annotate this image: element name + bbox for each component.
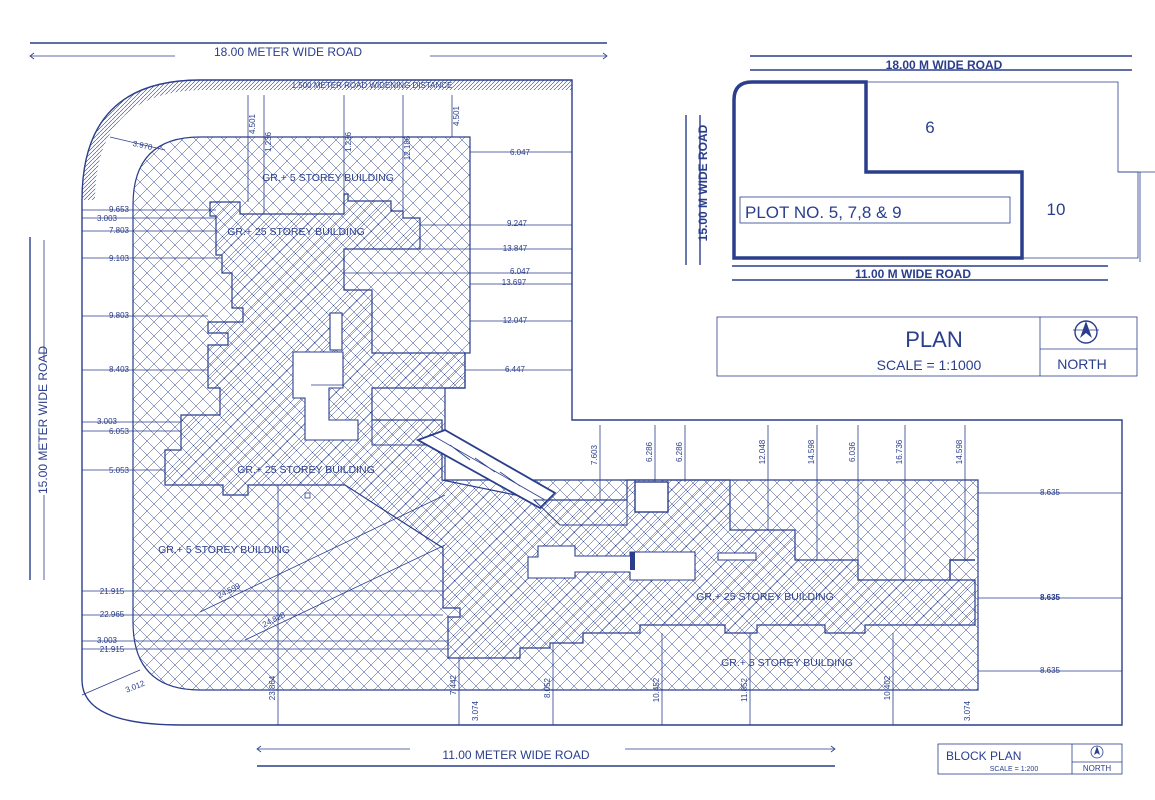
dim-b-4: 8.052: [543, 677, 552, 698]
setback-note: 1.500 METER ROAD WIDENING DISTANCE: [292, 81, 453, 90]
dim-b-6: 11.852: [740, 678, 749, 702]
site-boundary: 1.500 METER ROAD WIDENING DISTANCE: [81, 79, 1123, 726]
dim-top-2: 1.236: [264, 131, 273, 152]
dim-l-15: 3.012: [124, 679, 146, 695]
dim-l-1: 3.970: [132, 139, 154, 152]
dim-mt-1: 7.603: [590, 444, 599, 465]
dim-mt-3: 6.286: [675, 441, 684, 462]
tower-footprint: [164, 193, 976, 659]
north-arrow-icon: [1073, 320, 1099, 344]
dims-right-upper: 6.047 9.247 13.847 6.047 13.697 12.047 6…: [344, 148, 572, 374]
label-gr5-left: GR.+ 5 STOREY BUILDING: [158, 544, 290, 556]
dim-top-4: 12.186: [403, 135, 412, 160]
dim-ru-3: 13.847: [503, 244, 528, 253]
key-bottom-road-label: 11.00 M WIDE ROAD: [855, 267, 971, 281]
dim-ru-1: 6.047: [510, 148, 531, 157]
dim-l-13: 3.003: [97, 636, 118, 645]
plan-title: PLAN: [905, 327, 962, 352]
dim-mt-7: 16.736: [895, 439, 904, 464]
label-gr25-top: GR.+ 25 STOREY BUILDING: [227, 226, 365, 238]
dim-mt-4: 12.048: [758, 439, 767, 464]
plan-scale: SCALE = 1:1000: [877, 357, 982, 373]
label-gr25-right: GR.+ 25 STOREY BUILDING: [696, 591, 834, 603]
plan-title-box: PLAN SCALE = 1:1000 NORTH: [716, 316, 1138, 377]
dim-b-1: 23.864: [268, 675, 277, 700]
block-plan-title: BLOCK PLAN: [946, 749, 1021, 763]
dims-left: 3.970 9.653 3.003 7.803 9.103 9.803 8.40…: [81, 136, 448, 696]
dim-mt-8: 14.598: [955, 439, 964, 464]
dim-b-2: 7.442: [449, 674, 458, 695]
dim-top-3: 1.236: [344, 131, 353, 152]
tower-cores: [292, 312, 978, 581]
dim-l-7: 8.403: [109, 365, 130, 374]
dim-mt-5: 14.598: [807, 439, 816, 464]
dim-ru-4: 6.047: [510, 267, 531, 276]
dims-bottom: 23.864 7.442 3.074 8.052 10.452 11.852 1…: [268, 485, 972, 725]
key-plot6: 6: [925, 118, 934, 137]
left-road-label: 15.00 METER WIDE ROAD: [36, 346, 50, 494]
dim-l-6: 9.803: [109, 311, 130, 320]
key-plan: 18.00 M WIDE ROAD 15.00 M WIDE ROAD 11.0…: [685, 55, 1155, 281]
dims-mid-top: 7.603 6.286 6.286 12.048 14.598 6.036 16…: [590, 425, 966, 580]
dims-right-lower: 8.635 8.635 8.635: [978, 488, 1122, 675]
dim-ru-6: 12.047: [503, 316, 528, 325]
bottom-road-label: 11.00 METER WIDE ROAD: [442, 748, 589, 762]
key-plot10: 10: [1047, 200, 1066, 219]
dim-l-12: 22.965: [100, 610, 125, 619]
plan-north-label: NORTH: [1057, 356, 1107, 372]
dim-ru-7: 6.447: [505, 365, 526, 374]
dim-b-5: 10.452: [652, 677, 661, 702]
dim-ru-2: 9.247: [507, 219, 528, 228]
dim-l-8: 3.003: [97, 417, 118, 426]
dim-l-14: 21.915: [100, 645, 125, 654]
dim-mt-6: 6.036: [848, 441, 857, 462]
dim-ru-5: 13.697: [502, 278, 527, 287]
block-plan-title-box: BLOCK PLAN SCALE = 1:200 NORTH: [937, 743, 1123, 775]
dim-rl-1: 8.635: [1040, 488, 1061, 497]
label-gr5-top: GR.+ 5 STOREY BUILDING: [262, 172, 394, 184]
top-road: 18.00 METER WIDE ROAD: [29, 42, 608, 60]
dim-top-1: 4.501: [248, 113, 257, 134]
key-left-road-label: 15.00 M WIDE ROAD: [696, 124, 710, 241]
dim-l-3: 3.003: [97, 214, 118, 223]
left-road: 15.00 METER WIDE ROAD: [29, 237, 50, 580]
dim-rl-3: 8.635: [1040, 666, 1061, 675]
bottom-road: 11.00 METER WIDE ROAD: [256, 745, 836, 767]
dim-l-2: 9.653: [109, 205, 130, 214]
label-gr5-bottom: GR.+ 5 STOREY BUILDING: [721, 657, 853, 669]
block-north-arrow-icon: [1090, 745, 1104, 759]
dim-l-4: 7.803: [109, 226, 130, 235]
dims-top: 4.501 1.236 1.236 12.186 4.501: [247, 95, 461, 214]
dim-b-8: 3.074: [963, 700, 972, 721]
key-top-road-label: 18.00 M WIDE ROAD: [886, 58, 1003, 72]
dim-l-11: 21.915: [100, 587, 125, 596]
dim-rl-2: 8.635: [1040, 593, 1061, 602]
top-road-label: 18.00 METER WIDE ROAD: [214, 45, 362, 59]
label-gr25-mid: GR.+ 25 STOREY BUILDING: [237, 464, 375, 476]
dim-mt-2: 6.286: [645, 441, 654, 462]
block-north-label: NORTH: [1083, 764, 1112, 773]
dim-b-3: 3.074: [471, 700, 480, 721]
key-plot-label: PLOT NO. 5, 7,8 & 9: [745, 203, 902, 222]
dim-l-5: 9.103: [109, 254, 130, 263]
dim-top-5: 4.501: [452, 105, 461, 126]
block-plan-scale: SCALE = 1:200: [990, 766, 1039, 773]
dim-l-9: 6.053: [109, 427, 130, 436]
dim-b-7: 10.402: [883, 675, 892, 700]
dim-l-10: 5.053: [109, 466, 130, 475]
